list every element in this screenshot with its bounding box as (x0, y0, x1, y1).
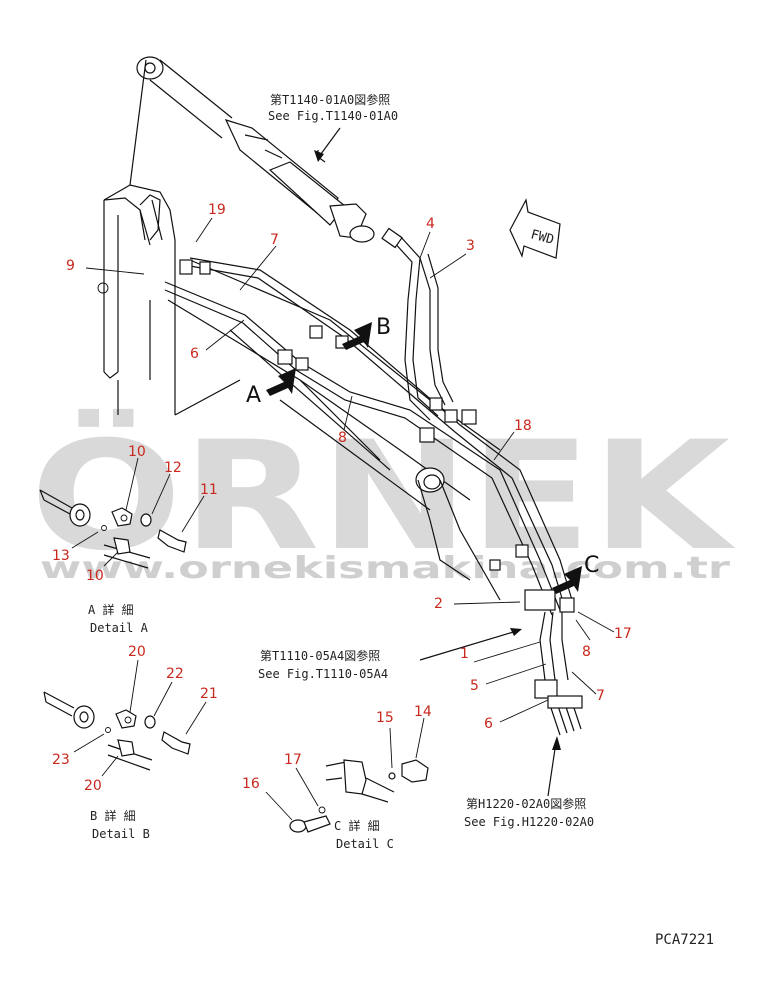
part-4: 4 (426, 216, 435, 232)
part-2: 2 (434, 596, 443, 612)
part-16: 16 (242, 776, 260, 792)
part-23: 23 (52, 752, 70, 768)
fwd-label: FWD (529, 227, 556, 248)
part-9: 9 (66, 258, 75, 274)
detail-a: 10 12 11 13 10 A 詳 細 Detail A (39, 444, 218, 635)
ref-mid-en: See Fig.T1110-05A4 (258, 667, 388, 681)
boom-cylinder (136, 56, 375, 243)
view-b-letter: B (376, 315, 391, 340)
part-10-a-bottom: 10 (86, 568, 104, 584)
boom-body (97, 59, 501, 601)
part-8-bottom: 8 (582, 644, 591, 660)
ref-bot-en: See Fig.H1220-02A0 (464, 815, 594, 829)
watermark: ÖRNEK www.ornekismakina.com.tr (30, 408, 736, 586)
part-15: 15 (376, 710, 394, 726)
main-part-numbers: 9 19 7 4 3 6 8 18 2 1 5 6 7 8 17 (66, 202, 632, 732)
figure-references: 第T1140-01A0図参照 See Fig.T1140-01A0 第T1110… (258, 92, 594, 829)
ref-top-en: See Fig.T1140-01A0 (268, 109, 398, 123)
part-14: 14 (414, 704, 432, 720)
part-6-bottom: 6 (484, 716, 493, 732)
detail-c-en: Detail C (336, 837, 394, 851)
part-17-c: 17 (284, 752, 302, 768)
part-11: 11 (200, 482, 218, 498)
watermark-url: www.ornekismakina.com.tr (40, 551, 730, 586)
part-7-top: 7 (270, 232, 279, 248)
part-8-top: 8 (338, 430, 347, 446)
detail-a-en: Detail A (90, 621, 149, 635)
detail-b: 20 22 21 23 20 B 詳 細 Detail B (43, 644, 218, 841)
drawing-code: PCA7221 (655, 932, 714, 948)
part-20-top: 20 (128, 644, 146, 660)
detail-c-jp: C 詳 細 (334, 818, 380, 833)
ref-bot-jp: 第H1220-02A0図参照 (466, 796, 586, 811)
part-5: 5 (470, 678, 479, 694)
part-10-a-top: 10 (128, 444, 146, 460)
ref-top-jp: 第T1140-01A0図参照 (270, 92, 390, 107)
view-arrows: A B C (246, 315, 599, 594)
view-c-letter: C (584, 553, 599, 578)
main-leaders (85, 217, 615, 723)
part-7-bottom: 7 (596, 688, 605, 704)
part-13: 13 (52, 548, 70, 564)
view-a-letter: A (246, 383, 261, 408)
ref-mid-jp: 第T1110-05A4図参照 (260, 648, 380, 663)
detail-b-jp: B 詳 細 (90, 808, 136, 823)
part-3: 3 (466, 238, 475, 254)
part-1: 1 (460, 646, 469, 662)
hose-lines (164, 227, 583, 736)
detail-c: 15 14 17 16 C 詳 細 Detail C (242, 704, 432, 851)
detail-b-en: Detail B (92, 827, 150, 841)
part-20-bottom: 20 (84, 778, 102, 794)
part-22: 22 (166, 666, 184, 682)
part-18: 18 (514, 418, 532, 434)
detail-a-jp: A 詳 細 (88, 602, 134, 617)
part-17-main: 17 (614, 626, 632, 642)
part-19: 19 (208, 202, 226, 218)
fwd-arrow: FWD (509, 198, 561, 259)
part-21: 21 (200, 686, 218, 702)
part-6-top: 6 (190, 346, 199, 362)
part-12: 12 (164, 460, 182, 476)
